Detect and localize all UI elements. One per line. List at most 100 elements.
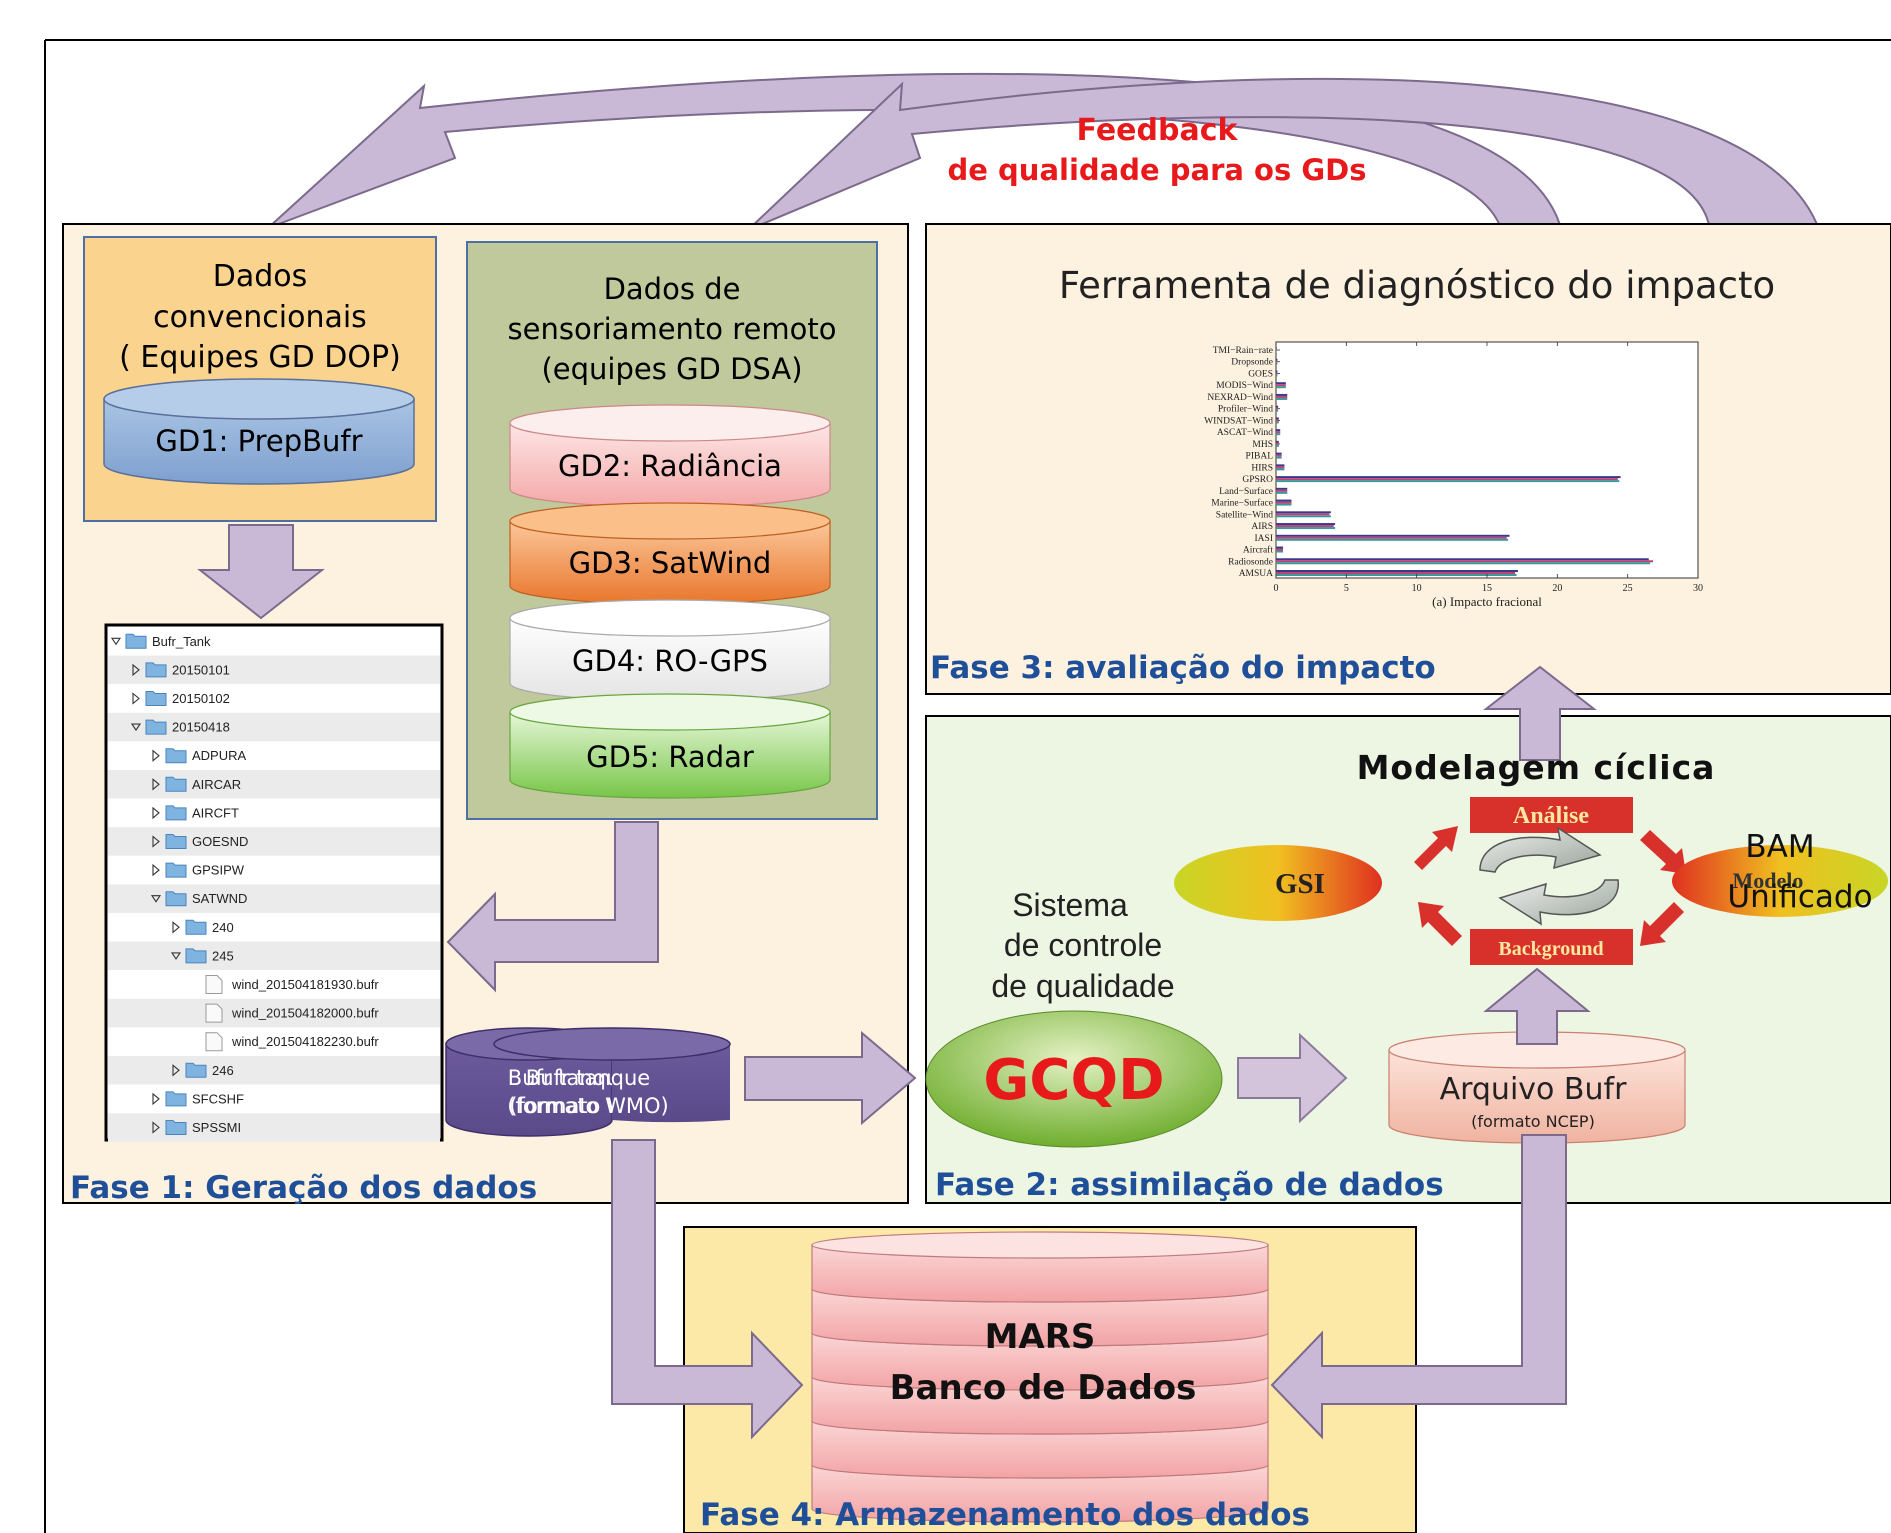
conventional-title-3: ( Equipes GD DOP) (119, 340, 401, 375)
chart-x-tick-label: 15 (1482, 583, 1492, 594)
chart-bar (1276, 468, 1285, 471)
tree-row[interactable]: Bufr_Tank (108, 627, 440, 656)
tree-row[interactable]: 245 (108, 941, 440, 971)
tree-row-label: 245 (212, 948, 234, 963)
tree-row[interactable]: GOESND (108, 827, 440, 856)
chart-category-label: WINDSAT−Wind (1204, 416, 1273, 426)
chart-bar (1276, 454, 1282, 457)
gd3-database: GD3: SatWind (509, 502, 831, 605)
tree-row[interactable]: 240 (108, 913, 440, 942)
disclosure-triangle-icon[interactable] (132, 692, 140, 705)
bufr-tank-text-1: Bufr tanque (526, 1066, 650, 1090)
disclosure-triangle-icon[interactable] (152, 1092, 160, 1106)
chart-x-tick-label: 5 (1344, 583, 1349, 594)
tree-row[interactable]: 20150102 (108, 684, 440, 713)
tree-row-label: 240 (212, 920, 234, 935)
folder-icon (165, 862, 187, 878)
tree-row[interactable]: GPSIPW (108, 855, 440, 885)
chart-bar (1276, 499, 1292, 502)
disclosure-triangle-icon[interactable] (152, 863, 160, 877)
tree-row[interactable]: ADPURA (108, 741, 440, 770)
chart-bar (1276, 515, 1331, 518)
chart-bar (1276, 476, 1621, 479)
chart-bar (1276, 501, 1292, 504)
chart-bar (1276, 433, 1281, 436)
gcqd-ellipse: GCQD (925, 1010, 1223, 1148)
tree-row-label: 20150418 (172, 720, 230, 735)
mars-disk (811, 1244, 1269, 1303)
analise-box (1470, 797, 1633, 833)
folder-icon (145, 691, 167, 706)
tree-row[interactable]: AIRCFT (108, 798, 440, 828)
disclosure-triangle-icon[interactable] (130, 723, 142, 732)
disclosure-triangle-icon[interactable] (152, 749, 160, 762)
disclosure-triangle-icon[interactable] (170, 952, 182, 960)
remote-title-2: sensoriamento remoto (508, 312, 837, 346)
tree-row-label: GOESND (192, 834, 248, 849)
chart-bar (1276, 525, 1334, 528)
disclosure-triangle-icon[interactable] (110, 637, 122, 646)
tree-row[interactable]: wind_201504182230.bufr (108, 1027, 440, 1056)
chart-bar (1276, 397, 1288, 400)
conventional-title-2: convencionais (153, 300, 367, 335)
disclosure-triangle-icon[interactable] (152, 806, 160, 820)
gd4-label: GD4: RO-GPS (572, 644, 768, 678)
tree-row[interactable]: SATWND (108, 884, 440, 913)
tree-row-label: 246 (212, 1063, 234, 1078)
qc-system-line3: de qualidade (991, 968, 1174, 1004)
mars-disk (811, 1420, 1269, 1479)
file-icon (205, 975, 223, 994)
gcqd-label: GCQD (983, 1048, 1164, 1113)
chart-bar (1276, 570, 1518, 572)
folder-icon (165, 891, 187, 907)
chart-category-label: Land−Surface (1219, 486, 1273, 497)
modelo-label: Modelo (1733, 868, 1804, 893)
mars-label-2: Banco de Dados (890, 1368, 1197, 1408)
mars-disk-top (811, 1231, 1269, 1259)
gsi-ellipse: GSI (1174, 845, 1382, 921)
folder-icon (125, 633, 147, 649)
chart-bar (1276, 503, 1292, 506)
chart-bar (1276, 386, 1286, 389)
disclosure-triangle-icon[interactable] (152, 835, 160, 848)
chart-bar (1276, 382, 1286, 385)
arrow-remote-to-tank (446, 821, 659, 993)
tree-row[interactable]: SFCSHF (108, 1084, 440, 1114)
disclosure-triangle-icon[interactable] (132, 663, 140, 677)
chart-bar (1276, 456, 1282, 459)
tree-row[interactable]: 20150101 (108, 655, 440, 685)
cyclic-modeling-title: Modelagem cíclica (1357, 748, 1716, 787)
chart-bar (1276, 417, 1279, 420)
disclosure-triangle-icon[interactable] (172, 921, 180, 934)
mars-disk (811, 1376, 1269, 1435)
mars-disk (811, 1332, 1269, 1391)
arquivo-label-1: Arquivo Bufr (1440, 1072, 1628, 1107)
chart-bar (1276, 550, 1284, 553)
arquivo-label-2: (formato NCEP) (1471, 1112, 1595, 1131)
chart-bar (1276, 431, 1281, 434)
tree-row[interactable]: 246 (108, 1056, 440, 1085)
tree-row[interactable]: SPSSMI (108, 1113, 440, 1142)
chart-bar (1276, 538, 1509, 541)
gd2-database: GD2: Radiância (509, 404, 831, 508)
tree-row-label: GPSIPW (192, 863, 245, 878)
bufr-tank-cylinder: Bufr tanque (formato WMO) Bufr tanque (f… (445, 1027, 731, 1137)
tree-row[interactable]: AIRCAR (108, 770, 440, 799)
chart-bar (1276, 409, 1279, 412)
tree-row[interactable]: wind_201504181930.bufr (108, 970, 440, 999)
chart-bar (1276, 407, 1279, 410)
chart-bar (1276, 489, 1288, 492)
tree-row[interactable]: wind_201504182000.bufr (108, 998, 440, 1028)
chart-category-label: IASI (1255, 534, 1273, 544)
tree-row-label: SATWND (192, 891, 247, 906)
disclosure-triangle-icon[interactable] (150, 895, 162, 903)
tree-row[interactable]: 20150418 (108, 712, 440, 742)
chart-x-tick-label: 30 (1693, 583, 1703, 594)
disclosure-triangle-icon[interactable] (172, 1064, 180, 1077)
chart-bar (1276, 362, 1278, 365)
chart-category-label: NEXRAD−Wind (1207, 393, 1273, 403)
disclosure-triangle-icon[interactable] (152, 1121, 160, 1134)
disclosure-triangle-icon[interactable] (152, 778, 160, 791)
modelo-ellipse: Modelo (1672, 845, 1888, 917)
gd4-database: GD4: RO-GPS (509, 599, 831, 702)
